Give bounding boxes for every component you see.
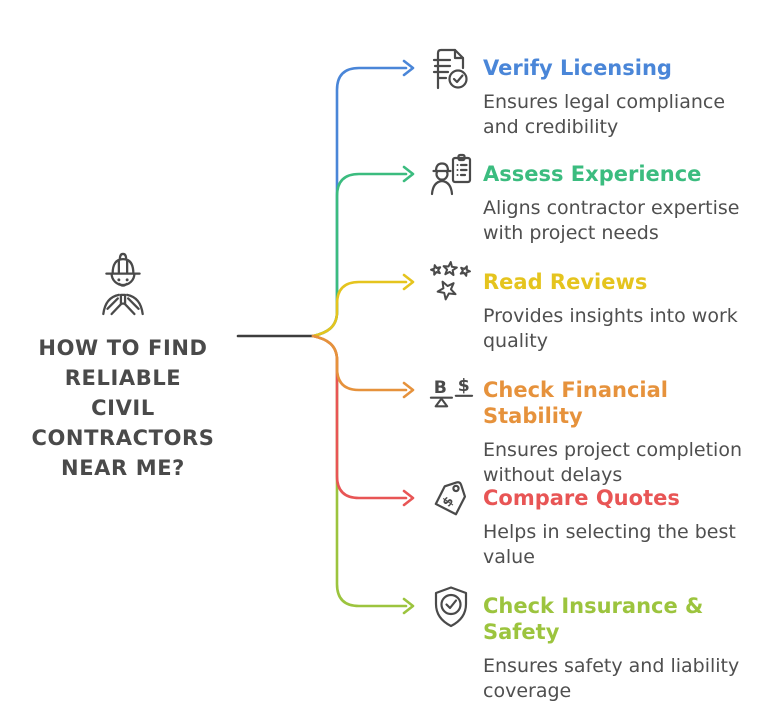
balance-scale-icon: B $	[429, 376, 474, 408]
worker-clipboard-icon	[430, 153, 472, 196]
arrowhead-2	[402, 165, 415, 183]
branch-label: Check Financial Stability	[483, 378, 668, 428]
branch-description: Ensures project completion without delay…	[483, 439, 742, 486]
construction-worker-icon	[102, 252, 144, 316]
document-check-icon	[432, 48, 468, 90]
arrowhead-1	[402, 59, 415, 77]
branch-line-3	[311, 280, 408, 338]
branch-line-4	[311, 334, 408, 392]
branch-verify-licensing: Verify Licensing Ensures legal complianc…	[428, 46, 758, 140]
arrowhead-4	[402, 381, 415, 399]
stars-icon	[428, 260, 474, 306]
branch-read-reviews: Read Reviews Provides insights into work…	[428, 260, 758, 354]
page-title: HOW TO FIND RELIABLE CIVIL CONTRACTORS N…	[31, 336, 215, 480]
branch-label: Check Insurance & Safety	[483, 594, 704, 644]
branch-description: Ensures legal compliance and credibility	[483, 91, 726, 138]
branch-label: Assess Experience	[483, 162, 702, 186]
arrowhead-6	[402, 597, 415, 615]
branch-line-1	[311, 66, 408, 338]
svg-text:$: $	[458, 376, 470, 396]
arrowhead-5	[402, 489, 415, 507]
branch-check-financial-stability: B $ Check Financial Stability Ensures pr…	[428, 368, 758, 488]
branch-label: Read Reviews	[483, 270, 648, 294]
branch-compare-quotes: $ Compare Quotes Helps in selecting the …	[428, 476, 758, 570]
branch-description: Aligns contractor expertise with project…	[483, 197, 740, 244]
branch-check-insurance-safety: Check Insurance & Safety Ensures safety …	[428, 584, 758, 704]
branch-label: Compare Quotes	[483, 486, 680, 510]
price-tag-icon: $	[434, 481, 467, 516]
branch-description: Helps in selecting the best value	[483, 521, 736, 568]
branch-assess-experience: Assess Experience Aligns contractor expe…	[428, 152, 758, 246]
branch-line-2	[311, 172, 408, 338]
branch-label: Verify Licensing	[483, 56, 672, 80]
branch-line-5	[311, 334, 408, 500]
shield-check-icon	[434, 586, 468, 628]
branch-description: Provides insights into work quality	[483, 305, 738, 352]
branch-line-6	[311, 334, 408, 608]
svg-text:B: B	[434, 378, 447, 398]
arrowhead-3	[402, 273, 415, 291]
branch-description: Ensures safety and liability coverage	[483, 655, 740, 702]
